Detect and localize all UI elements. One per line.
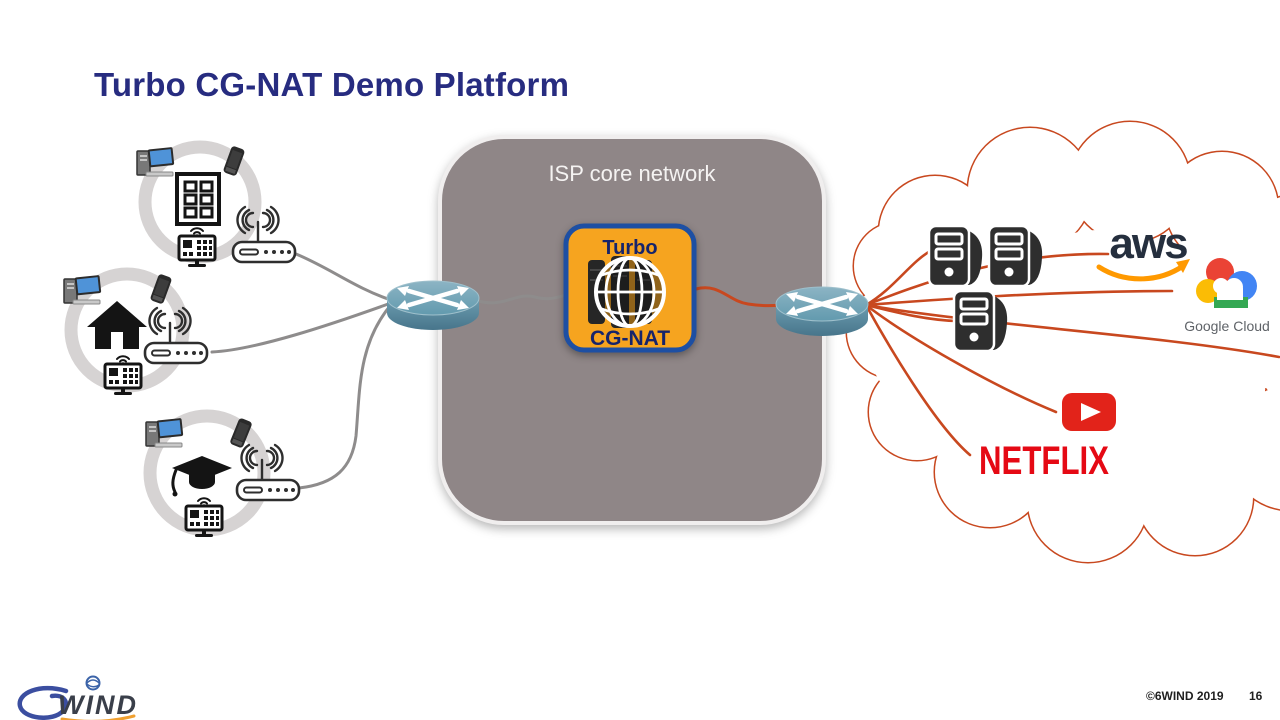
globe-servers-icon: [588, 256, 666, 328]
aws-wordmark: aws: [1109, 219, 1187, 268]
sixwind-wordmark: WIND: [58, 690, 138, 720]
house-icon: [87, 301, 147, 349]
aws-smile-arrow: [1096, 263, 1186, 282]
subscriber-site-school: [143, 409, 301, 539]
turbo-cgnat-badge: Turbo: [563, 223, 697, 353]
page-title: Turbo CG-NAT Demo Platform: [94, 66, 570, 104]
sixwind-6-mark: [17, 685, 69, 720]
youtube-play-icon: [1062, 393, 1116, 431]
server-icon: [952, 289, 1009, 353]
office-building-icon: [175, 172, 221, 226]
desktop-pc-icon: [63, 275, 102, 305]
graduation-cap-icon: [171, 456, 232, 497]
internet-cloud: [845, 120, 1280, 564]
badge-line2: CG-NAT: [590, 327, 670, 350]
badge-line1: Turbo: [602, 237, 657, 259]
desktop-pc-icon: [145, 418, 184, 448]
access-links: [210, 252, 568, 490]
server-icon: [987, 224, 1044, 288]
desktop-pc-icon: [136, 147, 175, 177]
sixwind-logo: WIND: [17, 675, 138, 720]
core-link-orange: [694, 286, 781, 308]
smart-tv-icon: [177, 226, 217, 269]
footer-copyright: ©6WIND 2019: [1146, 689, 1224, 703]
isp-core-label: ISP core network: [548, 161, 716, 186]
edge-router-left-icon: [387, 281, 479, 330]
server-icon: [927, 224, 984, 288]
google-cloud-logo: Google Cloud: [1184, 258, 1270, 334]
subscriber-site-home: [63, 267, 209, 397]
google-cloud-label: Google Cloud: [1184, 318, 1270, 334]
service-links: [864, 248, 1280, 457]
smart-tv-icon: [103, 354, 143, 397]
edge-router-right-icon: [776, 287, 868, 336]
sixwind-globe-icon: [85, 675, 101, 691]
footer-page-number: 16: [1249, 689, 1263, 703]
netflix-logo: NETFLIX: [979, 438, 1109, 483]
subscriber-site-enterprise: [136, 140, 297, 269]
aws-logo: aws: [1096, 219, 1190, 282]
smart-tv-icon: [184, 496, 224, 539]
